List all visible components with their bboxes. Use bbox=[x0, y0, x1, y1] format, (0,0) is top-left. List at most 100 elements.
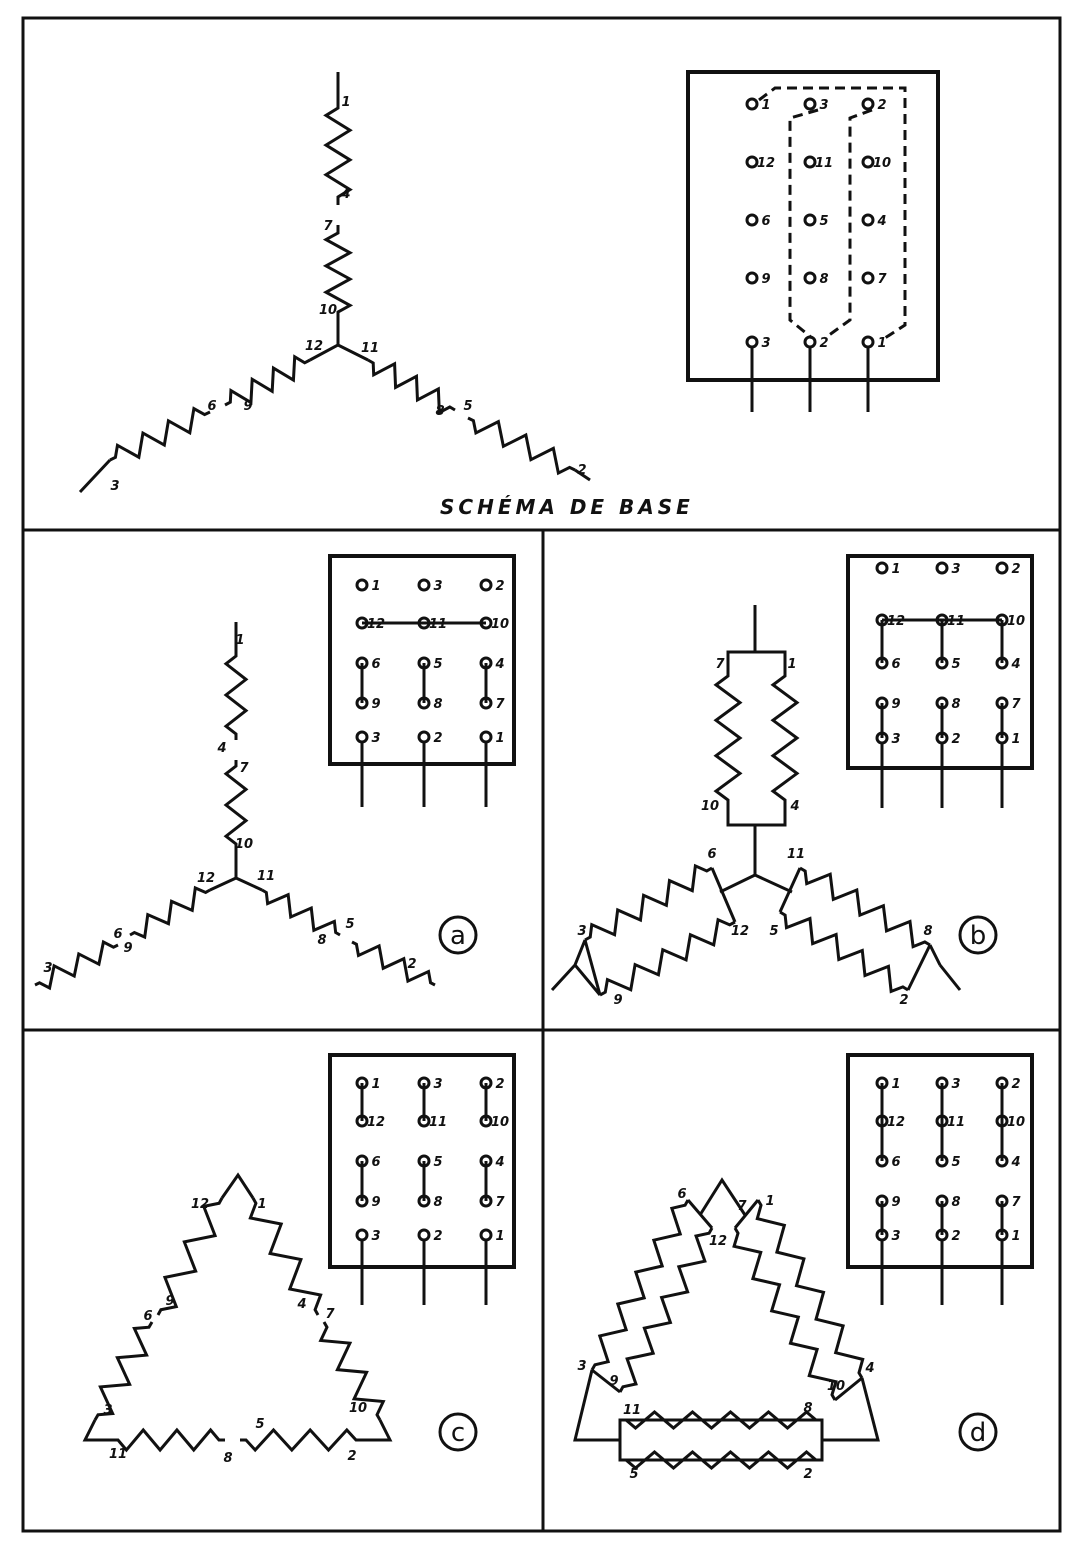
base-terminal bbox=[861, 97, 875, 111]
c-terminal bbox=[417, 1228, 431, 1242]
b-terminal-label: 10 bbox=[1007, 614, 1025, 629]
a-coil-6 bbox=[351, 940, 436, 987]
base-coil-right1 bbox=[367, 358, 456, 415]
d-left-frame bbox=[573, 1199, 714, 1442]
c-terminal bbox=[355, 1228, 369, 1242]
d-terminal-label: 11 bbox=[947, 1115, 965, 1130]
c-corners bbox=[82, 1419, 393, 1442]
a-terminal-label: 1 bbox=[495, 731, 504, 746]
b-terminal bbox=[935, 561, 949, 575]
c-terminal-label: 4 bbox=[494, 1155, 504, 1170]
d-right-frame bbox=[733, 1199, 880, 1442]
b-terminal-label: 5 bbox=[769, 924, 778, 939]
a-star-label: 6 bbox=[113, 927, 122, 942]
a-star-label: 5 bbox=[345, 917, 354, 932]
c-terminal-label: 12 bbox=[191, 1197, 209, 1212]
b-terminal-label: 1 bbox=[891, 562, 900, 577]
base-terminal-label: 10 bbox=[873, 156, 891, 171]
c-terminal-label: 8 bbox=[433, 1195, 442, 1210]
c-terminal-label: 3 bbox=[433, 1077, 442, 1092]
b-right-frame bbox=[778, 867, 962, 991]
d-coil-right-inner bbox=[732, 1227, 838, 1401]
b-terminal-label: 10 bbox=[701, 799, 719, 814]
d-terminal-label: 9 bbox=[891, 1195, 900, 1210]
a-star-label: 2 bbox=[407, 957, 416, 972]
c-terminal-label: 10 bbox=[491, 1115, 509, 1130]
d-coil-right-outer bbox=[755, 1199, 865, 1379]
b-coil-left-a bbox=[584, 863, 713, 942]
c-terminal-label: 5 bbox=[255, 1417, 264, 1432]
base-terminal-label: 8 bbox=[819, 272, 828, 287]
d-double-delta-diagram bbox=[573, 1177, 880, 1470]
b-tag: b bbox=[970, 921, 987, 951]
b-terminal-label: 11 bbox=[787, 847, 805, 862]
base-terminal-label: 1 bbox=[761, 98, 770, 113]
base-terminal bbox=[803, 271, 817, 285]
a-terminal-label: 2 bbox=[433, 731, 442, 746]
c-terminal-label: 3 bbox=[103, 1403, 112, 1418]
a-star-label: 8 bbox=[317, 933, 326, 948]
b-terminal-label: 2 bbox=[1011, 562, 1020, 577]
base-terminal-label: 12 bbox=[757, 156, 775, 171]
d-tag: d bbox=[970, 1418, 987, 1448]
b-coil-right-a bbox=[799, 866, 931, 949]
base-terminal bbox=[803, 97, 817, 111]
base-star-label: 5 bbox=[463, 399, 472, 414]
b-terminal-label: 9 bbox=[891, 697, 900, 712]
base-coil-left1 bbox=[224, 354, 311, 407]
d-coil-bottom-bottom bbox=[620, 1450, 822, 1470]
base-terminal-label: 6 bbox=[761, 214, 770, 229]
base-terminal bbox=[745, 335, 759, 349]
base-terminal bbox=[861, 213, 875, 227]
a-terminal-label: 5 bbox=[433, 657, 442, 672]
base-terminal-label: 7 bbox=[877, 272, 887, 287]
b-center-split bbox=[719, 873, 793, 894]
base-terminal-label: 1 bbox=[877, 336, 886, 351]
a-terminal-label: 4 bbox=[494, 657, 504, 672]
a-terminal bbox=[355, 578, 369, 592]
d-terminal-label: 1 bbox=[765, 1194, 774, 1209]
c-terminal-label: 1 bbox=[257, 1197, 266, 1212]
a-coil-1 bbox=[223, 650, 249, 740]
d-terminal-label: 12 bbox=[887, 1115, 905, 1130]
d-terminal-label: 5 bbox=[629, 1467, 638, 1482]
b-terminal-label: 4 bbox=[789, 799, 799, 814]
d-terminal-label: 3 bbox=[577, 1359, 586, 1374]
c-terminal-label: 11 bbox=[109, 1447, 127, 1462]
b-terminal-label: 4 bbox=[1010, 657, 1020, 672]
base-terminal bbox=[803, 335, 817, 349]
a-coil-4 bbox=[34, 939, 119, 991]
c-terminal-label: 9 bbox=[371, 1195, 380, 1210]
b-terminal-label: 12 bbox=[731, 924, 749, 939]
a-terminal-label: 10 bbox=[491, 617, 509, 632]
base-terminal bbox=[745, 271, 759, 285]
b-terminal-label: 2 bbox=[951, 732, 960, 747]
base-terminal-label: 11 bbox=[815, 156, 833, 171]
c-terminal-label: 2 bbox=[347, 1449, 356, 1464]
a-tag-circle bbox=[438, 915, 478, 955]
a-terminal-label: 3 bbox=[371, 731, 380, 746]
base-terminal-label: 3 bbox=[819, 98, 828, 113]
d-coil-bottom-top bbox=[620, 1410, 822, 1430]
b-coil-right-b bbox=[779, 910, 909, 994]
d-terminal-label: 2 bbox=[951, 1229, 960, 1244]
c-coil-left-bottom bbox=[93, 1321, 154, 1421]
d-terminal-label: 4 bbox=[1010, 1155, 1020, 1170]
d-terminal-label: 7 bbox=[1011, 1195, 1021, 1210]
a-star-diagram bbox=[34, 622, 436, 991]
d-terminal-label: 7 bbox=[737, 1199, 747, 1214]
base-coil-upper bbox=[323, 100, 353, 205]
a-star-label: 9 bbox=[123, 941, 132, 956]
c-coil-right-bottom bbox=[318, 1321, 386, 1421]
b-terminal-label: 3 bbox=[891, 732, 900, 747]
b-double-star-diagram bbox=[550, 605, 962, 997]
c-terminal-label: 7 bbox=[325, 1307, 335, 1322]
